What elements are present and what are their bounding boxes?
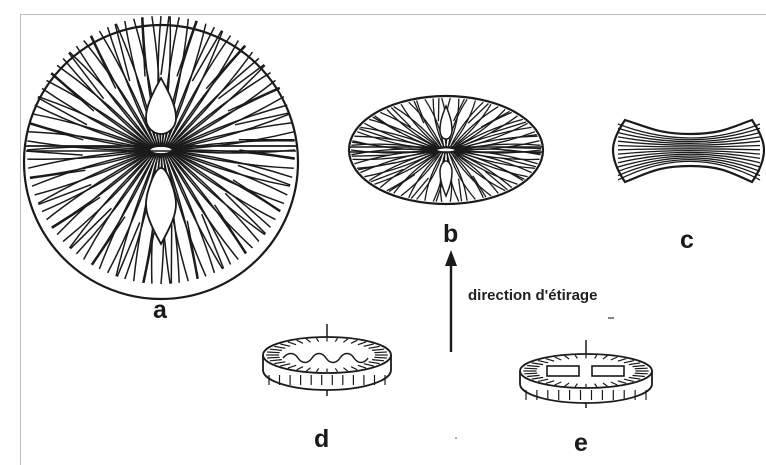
lamella-tick	[374, 352, 387, 353]
arrow-up-icon	[445, 250, 457, 352]
spherulite-c	[613, 120, 764, 182]
fibril-line	[30, 170, 85, 178]
disc-d-top	[263, 337, 391, 373]
label-a: a	[153, 296, 167, 325]
fibril-line	[187, 221, 198, 279]
fibril-line	[414, 101, 424, 123]
lamella-tick	[267, 352, 280, 353]
speck-mark	[455, 437, 457, 439]
lamella-tick	[267, 357, 280, 358]
label-e: e	[574, 429, 588, 458]
label-d: d	[314, 425, 329, 454]
lamella-tick	[374, 357, 387, 358]
lamella-tick	[524, 373, 537, 374]
disc-e-top	[520, 354, 652, 388]
spherulite-b	[349, 96, 543, 204]
lamella-tick	[635, 373, 648, 374]
disc-d	[263, 324, 391, 396]
spherulite-b-void-top	[440, 106, 452, 139]
fibril-line	[51, 74, 94, 111]
fibril-line	[52, 197, 100, 228]
fibril-line	[206, 45, 244, 88]
fibril-line	[144, 225, 156, 283]
fibril-line	[90, 36, 115, 89]
fibril-line	[228, 87, 279, 111]
direction-label: direction d'étirage	[468, 287, 597, 304]
lamella-tick	[524, 368, 537, 369]
fibril-line	[215, 205, 247, 253]
spherulite-c-fibrils	[618, 124, 760, 180]
fibril-line	[459, 179, 462, 202]
spherulite-b-void-bottom	[440, 161, 452, 196]
spherulite-a	[24, 16, 298, 299]
lamella-tick	[635, 368, 648, 369]
fibril-line	[618, 149, 760, 150]
disc-e-block-left	[547, 366, 579, 376]
disc-e-block-right	[592, 366, 624, 376]
fibril-line	[438, 98, 439, 121]
label-c: c	[680, 226, 694, 255]
disc-e	[520, 340, 652, 408]
fibril-line	[233, 180, 281, 211]
label-b: b	[443, 220, 458, 249]
